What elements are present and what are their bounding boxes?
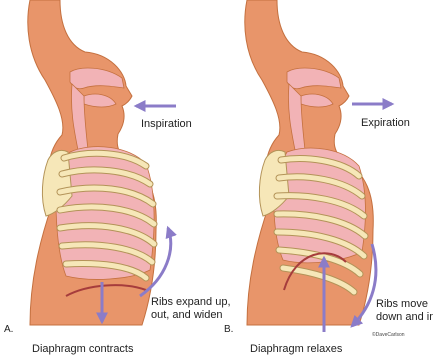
panel-b-letter: B.: [224, 323, 233, 336]
panel-a: [28, 0, 176, 325]
rib-movement-label: Ribs move down and in: [376, 298, 433, 324]
illustrator-credit: ©DaveCarlson: [372, 332, 405, 338]
inspiration-label: Inspiration: [141, 118, 192, 131]
panel-b: [245, 0, 392, 332]
rib-expansion-label: Ribs expand up, out, and widen: [151, 296, 231, 322]
expiration-label: Expiration: [361, 117, 410, 130]
diaphragm-relaxes-caption: Diaphragm relaxes: [250, 343, 342, 356]
diaphragm-contracts-caption: Diaphragm contracts: [32, 343, 134, 356]
panel-a-letter: A.: [4, 323, 13, 336]
